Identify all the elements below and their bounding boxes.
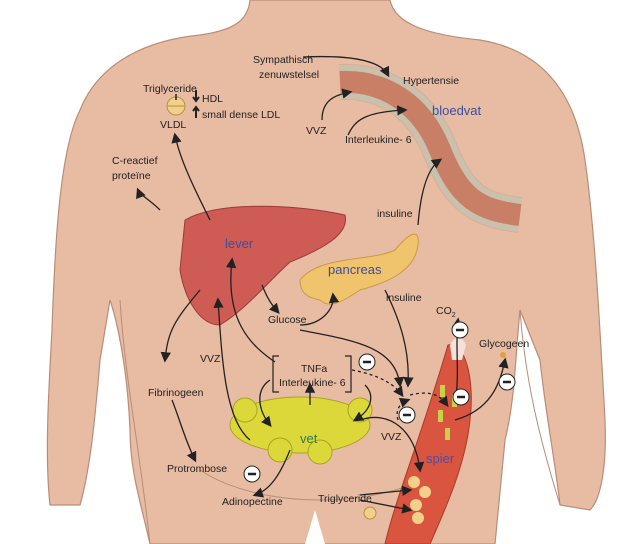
minus-icon xyxy=(498,373,516,391)
label-insuline-top: insuline xyxy=(377,208,413,220)
label-protrombose: Protrombose xyxy=(167,463,227,475)
label-hdl: HDL xyxy=(202,93,223,105)
label-vvz-top: VVZ xyxy=(306,125,327,137)
minus-icon xyxy=(452,388,470,406)
label-lever: lever xyxy=(225,236,254,251)
label-glucose: Glucose xyxy=(268,314,307,326)
label-co2: CO2 xyxy=(436,305,456,319)
label-tnfa: TNFa xyxy=(301,363,327,375)
label-fibrinogeen: Fibrinogeen xyxy=(148,387,204,399)
minus-icon xyxy=(243,465,261,483)
label-interleukine-top: Interleukine- 6 xyxy=(345,134,412,146)
minus-icon xyxy=(358,353,376,371)
label-insuline-mid: insuline xyxy=(386,292,422,304)
label-vvz-right: VVZ xyxy=(381,431,402,443)
label-c-reactief: C-reactief xyxy=(112,155,158,167)
label-bloedvat: bloedvat xyxy=(432,103,482,118)
inhibition-markers xyxy=(243,321,516,483)
minus-icon xyxy=(398,406,416,424)
minus-icon xyxy=(451,321,469,339)
liver xyxy=(179,205,346,326)
arrows xyxy=(136,55,509,514)
label-vldl: VLDL xyxy=(160,119,186,131)
blood-vessel xyxy=(339,63,523,233)
label-vet: vet xyxy=(300,431,318,446)
label-proteine: proteïne xyxy=(112,170,151,182)
label-small-dense-ldl: small dense LDL xyxy=(202,109,280,121)
label-zenuwstelsel: zenuwstelsel xyxy=(259,69,319,81)
label-spier: spier xyxy=(426,451,455,466)
visceral-fat xyxy=(229,396,373,465)
pancreas xyxy=(299,233,419,305)
label-pancreas: pancreas xyxy=(328,262,382,277)
label-adinopectine: Adinopectine xyxy=(222,496,283,508)
label-glycogeen: Glycogeen xyxy=(479,338,529,350)
label-vvz-left: VVZ xyxy=(200,353,221,365)
label-hypertensie: Hypertensie xyxy=(403,75,459,87)
label-interleukine-mid: Interleukine- 6 xyxy=(279,377,346,389)
label-triglyceride-bottom: Triglyceride xyxy=(318,493,372,505)
label-triglyceride-top: Triglyceride xyxy=(143,83,197,95)
label-sympathisch: Sympathisch xyxy=(253,54,313,66)
